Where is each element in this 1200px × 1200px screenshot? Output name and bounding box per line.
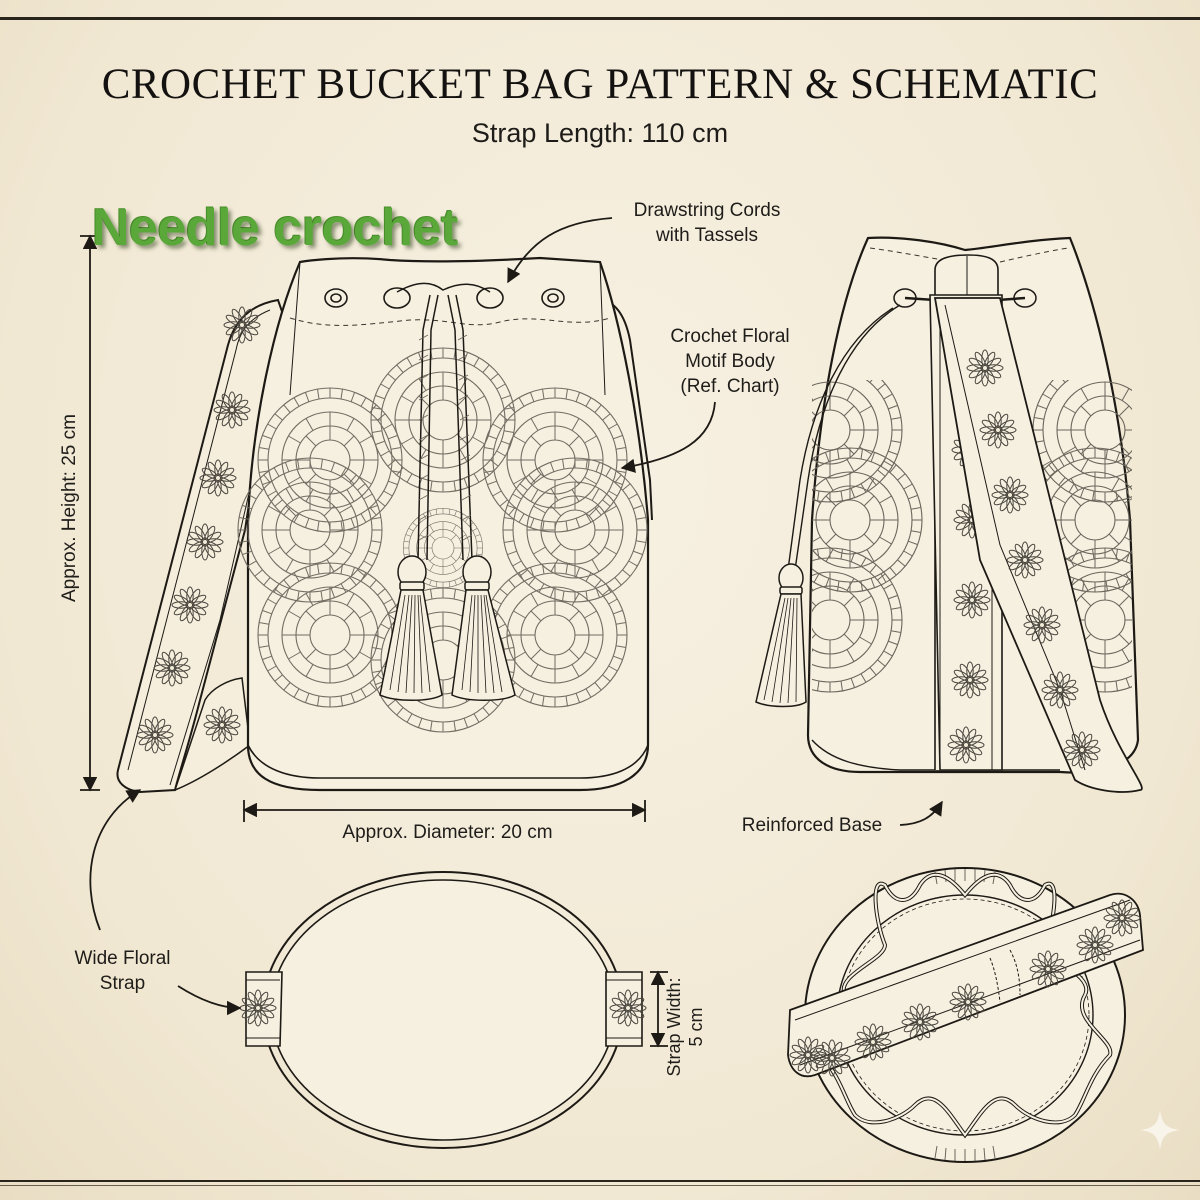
motif-callout-line1: Crochet Floral xyxy=(670,326,790,347)
front-left-strap xyxy=(116,298,287,794)
wide-strap-callout-line1: Wide Floral xyxy=(74,948,171,969)
drawstring-callout-line1: Drawstring Cords xyxy=(633,200,781,221)
base-strap-tab-left xyxy=(239,971,283,1047)
annotation-arrows xyxy=(80,217,943,1048)
drawstring-cords xyxy=(396,282,491,561)
page-title: CROCHET BUCKET BAG PATTERN & SCHEMATIC xyxy=(101,61,1099,108)
sparkle-icon xyxy=(1140,1110,1180,1150)
diameter-dimension-label: Approx. Diameter: 20 cm xyxy=(342,822,553,843)
base-view xyxy=(239,871,647,1149)
needle-crochet-watermark: Needle crochet xyxy=(92,199,458,257)
top-strap-band xyxy=(787,892,1144,1078)
wide-strap-callout: Wide Floral Strap xyxy=(50,946,195,996)
drawstring-callout-line2: with Tassels xyxy=(655,225,759,246)
front-tassel-right xyxy=(451,555,516,701)
motif-callout-line2: Motif Body xyxy=(685,351,775,372)
bottom-border-line-thin xyxy=(0,1185,1200,1186)
front-view xyxy=(116,256,653,794)
reinforced-base-callout: Reinforced Base xyxy=(741,815,883,836)
top-border-line xyxy=(0,17,1200,20)
front-tassel-left xyxy=(379,555,443,701)
side-view xyxy=(755,236,1143,793)
motif-callout: Crochet Floral Motif Body (Ref. Chart) xyxy=(645,324,815,399)
drawstring-callout: Drawstring Cords with Tassels xyxy=(612,198,802,248)
base-strap-tab-right xyxy=(605,971,647,1047)
bottom-border-line xyxy=(0,1180,1200,1182)
motif-callout-line3: (Ref. Chart) xyxy=(680,376,780,397)
strap-length-subtitle: Strap Length: 110 cm xyxy=(471,118,729,148)
top-view xyxy=(787,867,1144,1163)
wide-strap-callout-line2: Strap xyxy=(99,973,146,994)
front-bag-body xyxy=(246,256,650,792)
side-tassel xyxy=(755,563,807,708)
